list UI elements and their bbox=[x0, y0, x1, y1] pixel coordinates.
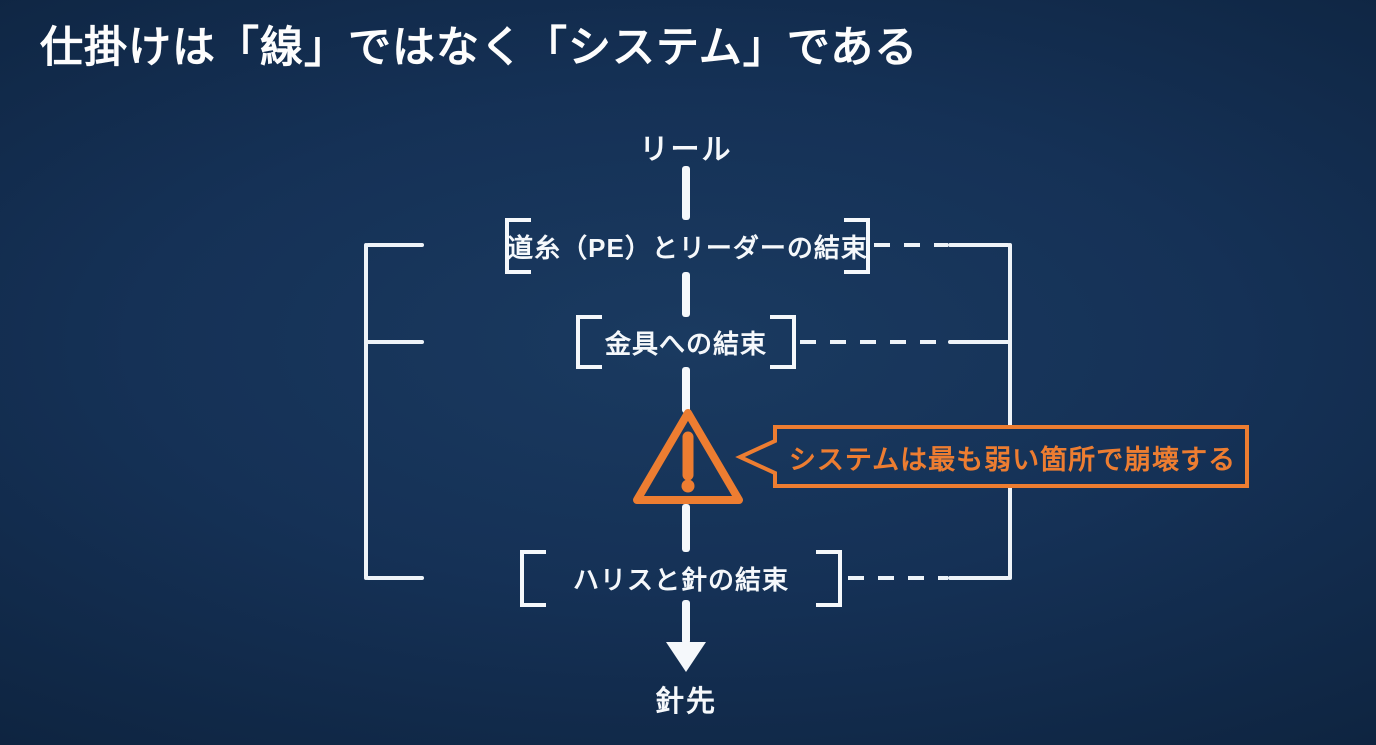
knot-node-hook: ハリスと針の結束 bbox=[520, 550, 842, 607]
knot-label: 道糸（PE）とリーダーの結束 bbox=[507, 232, 868, 263]
connector-stub bbox=[366, 340, 424, 344]
reel-label: リール bbox=[639, 134, 733, 166]
main-line-segment bbox=[682, 166, 690, 220]
main-line-segment bbox=[682, 600, 690, 644]
left-bracket-icon bbox=[505, 218, 531, 274]
knot-label: 金具への結束 bbox=[604, 328, 767, 359]
dashed-connector bbox=[848, 576, 948, 580]
main-line-segment bbox=[682, 367, 690, 413]
bypass-line-right bbox=[1008, 484, 1012, 580]
knot-node-leader: 道糸（PE）とリーダーの結束 bbox=[505, 218, 870, 274]
right-bracket-icon bbox=[844, 218, 870, 274]
knot-node-hardware: 金具への結束 bbox=[576, 315, 796, 369]
main-line-segment bbox=[682, 504, 690, 552]
connector-stub bbox=[948, 243, 1010, 247]
knot-label: ハリスと針の結束 bbox=[572, 565, 789, 595]
bypass-line-left bbox=[364, 243, 368, 580]
right-bracket-icon bbox=[816, 550, 842, 607]
main-line-segment bbox=[682, 272, 690, 317]
bypass-line-right bbox=[1008, 243, 1012, 429]
connector-stub bbox=[948, 340, 1010, 344]
callout-text: システムは最も弱い箇所で崩壊する bbox=[788, 444, 1237, 475]
hook-point-label: 針先 bbox=[654, 686, 717, 718]
dashed-connector bbox=[874, 243, 948, 247]
dashed-connector bbox=[800, 340, 948, 344]
connector-stub bbox=[366, 243, 424, 247]
left-bracket-icon bbox=[576, 315, 602, 369]
connector-stub bbox=[948, 576, 1010, 580]
left-bracket-icon bbox=[520, 550, 546, 607]
down-arrowhead-icon bbox=[666, 642, 706, 672]
slide-title: 仕掛けは「線」ではなく「システム」である bbox=[40, 25, 919, 72]
callout-bubble bbox=[735, 425, 1249, 488]
right-bracket-icon bbox=[770, 315, 796, 369]
connector-stub bbox=[366, 576, 424, 580]
warning-triangle-icon bbox=[633, 409, 743, 504]
